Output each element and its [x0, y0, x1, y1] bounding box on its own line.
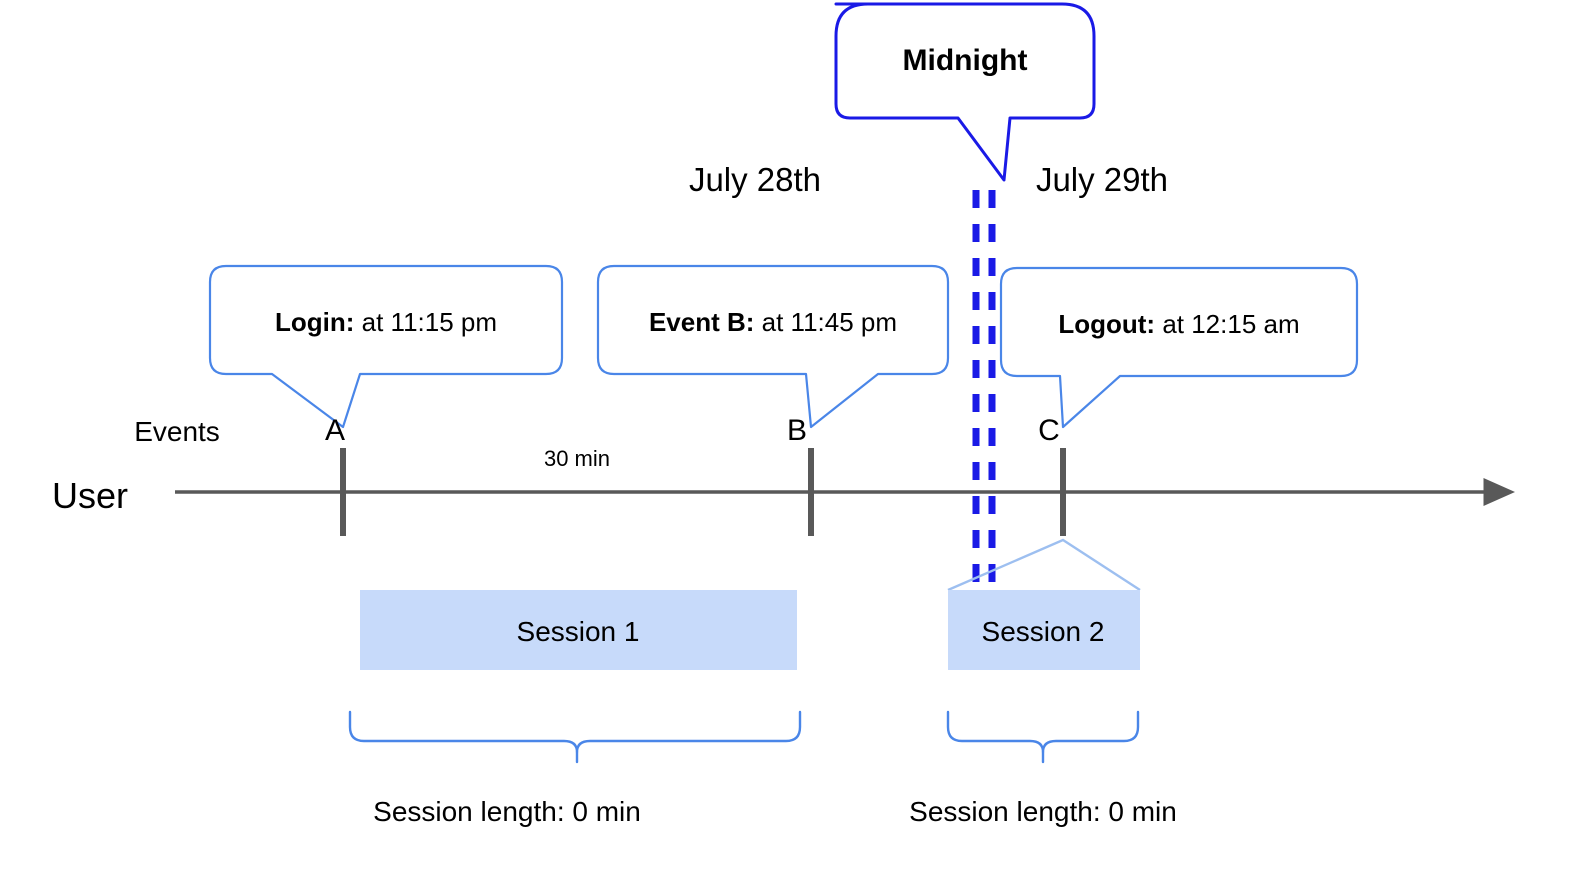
event-b-callout-shape — [596, 264, 950, 429]
date-label-july-28: July 28th — [688, 161, 822, 198]
session-1-label: Session 1 — [516, 616, 640, 647]
duration-label-30min: 30 min — [543, 446, 611, 471]
logout-callout-rest: at 12:15 am — [1155, 309, 1300, 339]
logout-callout-bold: Logout: — [1058, 309, 1156, 339]
event-label-c: C — [1038, 414, 1060, 447]
event-b-callout-rest: at 11:45 pm — [754, 307, 898, 337]
midnight-callout-shape — [834, 2, 1096, 182]
event-b-callout-bold: Event B: — [648, 307, 755, 337]
date-label-july-29: July 29th — [1035, 161, 1169, 198]
event-b-callout-text: Event B: at 11:45 pm — [649, 309, 897, 335]
session-2-box — [948, 590, 1140, 670]
login-callout-text: Login: at 11:15 pm — [275, 309, 497, 335]
midnight-label: Midnight — [902, 44, 1028, 77]
session2-roof-icon — [947, 538, 1141, 592]
login-callout-bold: Login: — [274, 307, 355, 337]
login-callout-rest: at 11:15 pm — [354, 307, 498, 337]
session-2-length-caption: Session length: 0 min — [909, 796, 1177, 827]
event-label-b: B — [786, 414, 808, 447]
events-row-label: Events — [134, 416, 220, 447]
session-1-length-caption: Session length: 0 min — [373, 796, 641, 827]
session-1-box — [360, 590, 797, 670]
event-label-a: A — [324, 414, 346, 447]
midnight-dashed-lines — [972, 190, 996, 600]
user-row-label: User — [51, 475, 129, 516]
logout-callout-shape — [999, 266, 1359, 429]
session-2-brace — [946, 710, 1140, 764]
login-callout-shape — [208, 264, 564, 429]
logout-callout-text: Logout: at 12:15 am — [1058, 311, 1299, 337]
session-1-brace — [348, 710, 802, 764]
session-2-label: Session 2 — [981, 616, 1105, 647]
